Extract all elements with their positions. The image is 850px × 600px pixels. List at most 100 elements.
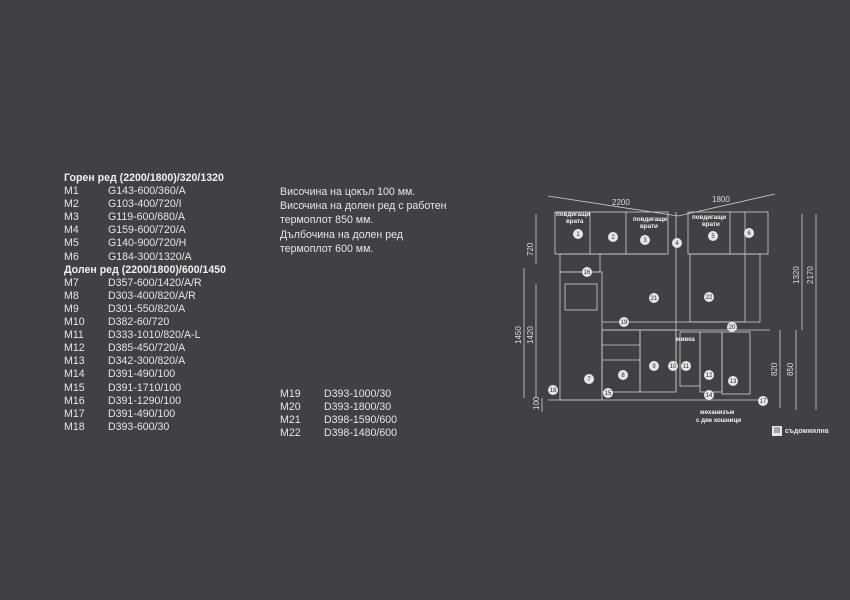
mechanism-label: с две кошници xyxy=(696,417,741,424)
module-code: M16 xyxy=(64,394,85,407)
spec-row: M1 G143-600/360/A xyxy=(64,185,226,198)
dim-1420: 1420 xyxy=(526,326,535,344)
note-line: Дълбочина на долен ред xyxy=(280,228,403,241)
module-spec: D301-550/820/A xyxy=(108,302,186,315)
module-number-marker xyxy=(728,376,738,386)
note-line: термоплот 850 мм. xyxy=(280,214,374,227)
module-number-text: 12 xyxy=(706,373,713,379)
module-code: M1 xyxy=(64,185,79,198)
module-number-text: 9 xyxy=(652,364,656,370)
dim-1450: 1450 xyxy=(514,326,523,344)
module-spec: D391-1710/100 xyxy=(108,381,182,394)
module-spec: D393-1000/30 xyxy=(324,388,392,400)
module-code: M12 xyxy=(64,342,85,355)
module-number-text: 2 xyxy=(611,235,615,241)
module-number-marker xyxy=(619,317,629,327)
module-code: M22 xyxy=(280,427,301,440)
legend-label: съдомиялна xyxy=(785,427,829,435)
module-number-text: 17 xyxy=(760,399,767,405)
module-spec: G159-600/720/A xyxy=(108,224,186,237)
notes: Височина на цокъл 100 мм. Височина на до… xyxy=(280,185,446,256)
module-number-text: 21 xyxy=(651,296,658,302)
note-line: Височина на долен ред с работен xyxy=(280,200,447,213)
module-number-marker xyxy=(603,388,613,398)
lift-doors-label: повдигащи xyxy=(692,214,726,221)
module-number-text: 18 xyxy=(550,388,557,394)
module-number-marker xyxy=(584,374,594,384)
module-number-marker xyxy=(608,232,618,242)
module-number-text: 1 xyxy=(576,232,580,238)
module-number-marker xyxy=(727,322,737,332)
module-spec: D393-600/30 xyxy=(108,420,170,433)
module-number-text: 8 xyxy=(621,373,625,379)
dim-850: 850 xyxy=(786,362,795,376)
module-number-marker xyxy=(668,361,678,371)
module-code: M21 xyxy=(280,414,301,427)
spec-row: M4 G159-600/720/A xyxy=(64,224,226,237)
mechanism-label: механизъм xyxy=(700,409,735,416)
module-code: M10 xyxy=(64,316,85,329)
legend: ▤ съдомиялна xyxy=(772,426,829,436)
lift-door-label: врата xyxy=(566,218,584,225)
module-code: M15 xyxy=(64,381,85,394)
module-number-text: 20 xyxy=(729,325,736,331)
module-number-marker xyxy=(640,235,650,245)
module-spec: D357-600/1420/A/R xyxy=(108,276,202,289)
dishwasher-icon: ▤ xyxy=(772,426,782,436)
module-spec: D382-60/720 xyxy=(108,316,170,329)
module-spec: G140-900/720/H xyxy=(108,237,187,250)
module-number-marker xyxy=(548,385,558,395)
module-code: M13 xyxy=(64,355,85,368)
module-code: M3 xyxy=(64,211,79,224)
module-code: M6 xyxy=(64,250,79,263)
dim-1320: 1320 xyxy=(792,266,801,284)
module-number-marker xyxy=(672,238,682,248)
module-number-marker xyxy=(649,293,659,303)
lift-doors-label: врати xyxy=(640,223,658,230)
module-number-marker xyxy=(649,361,659,371)
spec-row: M15 D391-1710/100 xyxy=(64,382,226,395)
module-number-text: 6 xyxy=(747,231,751,237)
module-code: M9 xyxy=(64,302,79,315)
lift-doors-label: повдигащи xyxy=(633,216,667,223)
module-spec: G103-400/720/I xyxy=(108,198,182,211)
module-code: M14 xyxy=(64,368,85,381)
module-spec: G143-600/360/A xyxy=(108,185,186,198)
lift-door-label: повдигащи xyxy=(556,211,590,218)
module-spec: D391-490/100 xyxy=(108,407,176,420)
module-code: M2 xyxy=(64,198,79,211)
module-number-marker xyxy=(704,292,714,302)
module-spec: D393-1800/30 xyxy=(324,401,392,414)
note-line: Височина на цокъл 100 мм. xyxy=(280,186,416,198)
module-number-text: 5 xyxy=(711,234,715,240)
module-number-marker xyxy=(758,396,768,406)
module-code: M8 xyxy=(64,289,79,302)
module-number-text: 19 xyxy=(621,320,628,326)
module-code: M4 xyxy=(64,224,79,237)
dim-left-width: 2200 xyxy=(612,198,630,207)
module-spec: D398-1480/600 xyxy=(324,427,398,440)
module-number-text: 7 xyxy=(587,377,591,383)
module-code: M20 xyxy=(280,401,301,414)
module-number-marker xyxy=(704,370,714,380)
sink-label: мивка xyxy=(676,336,695,343)
module-number-marker xyxy=(573,229,583,239)
module-spec: D333-1010/820/A-L xyxy=(108,329,201,342)
module-number-marker xyxy=(618,370,628,380)
module-number-text: 3 xyxy=(643,238,647,244)
module-number-text: 22 xyxy=(706,295,713,301)
note-line: термоплот 600 мм. xyxy=(280,242,374,255)
